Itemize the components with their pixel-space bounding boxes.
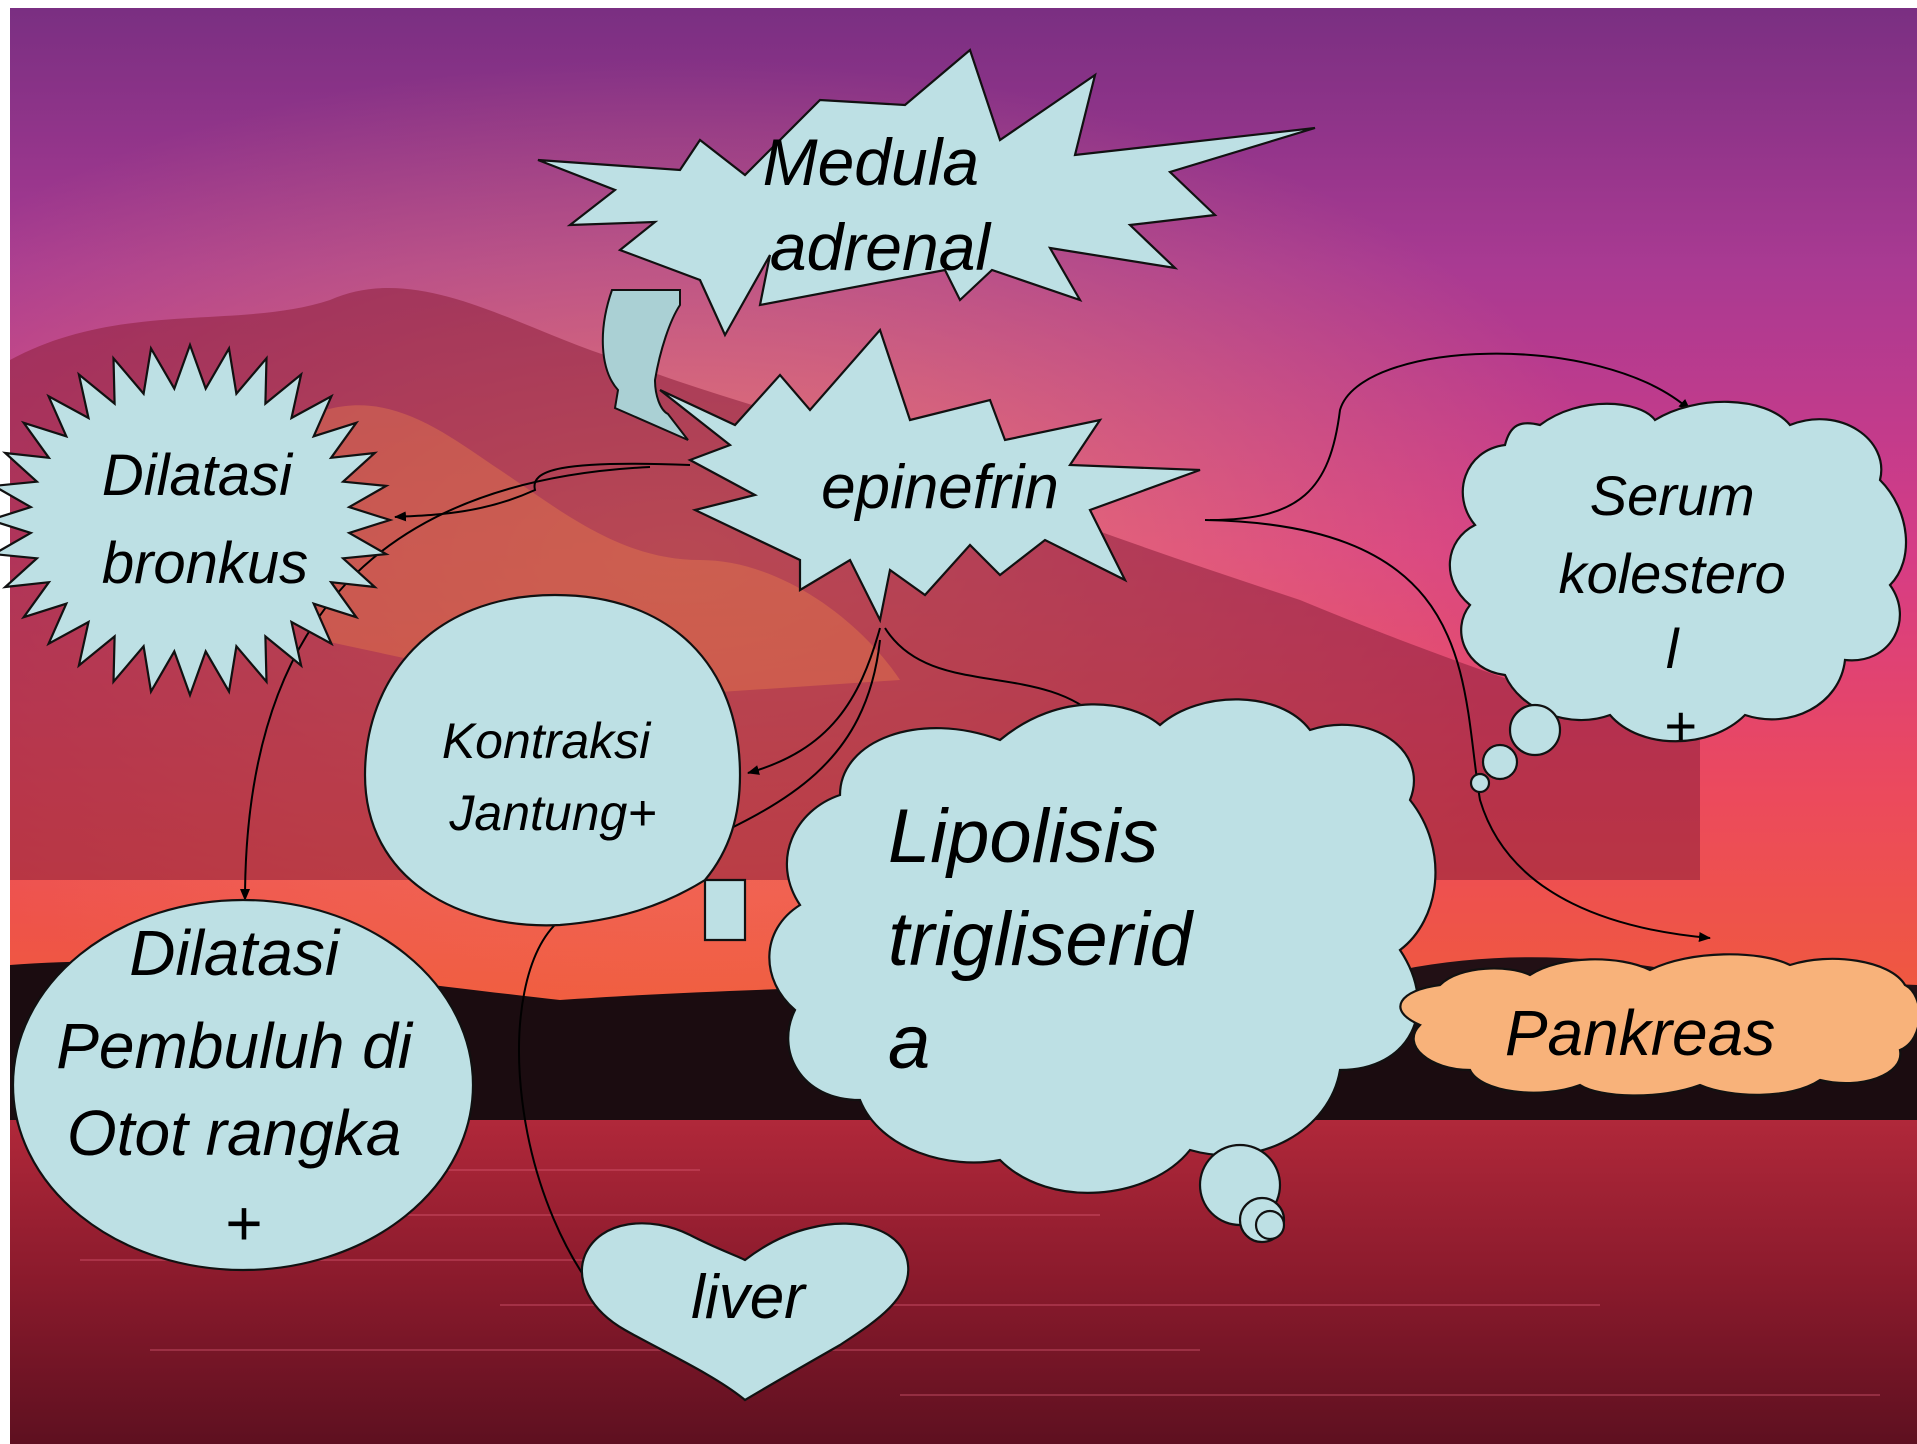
epinefrin-label: epinefrin (821, 453, 1059, 522)
pankreas-label: Pankreas (1505, 997, 1775, 1069)
kolesterol-thought-bubble-small (1471, 774, 1489, 792)
lipolisis-thought-bubble-small (1256, 1211, 1284, 1239)
liver-label: liver (691, 1263, 807, 1332)
kolesterol-thought-bubble-medium (1483, 745, 1517, 779)
kolesterol-thought-bubble-large (1510, 705, 1560, 755)
node-pankreas: Pankreas (1400, 954, 1917, 1095)
node-dilatasi-pembuluh: Dilatasi Pembuluh di Otot rangka + (13, 900, 473, 1270)
node-kontraksi-jantung: Kontraksi Jantung+ (365, 595, 745, 940)
